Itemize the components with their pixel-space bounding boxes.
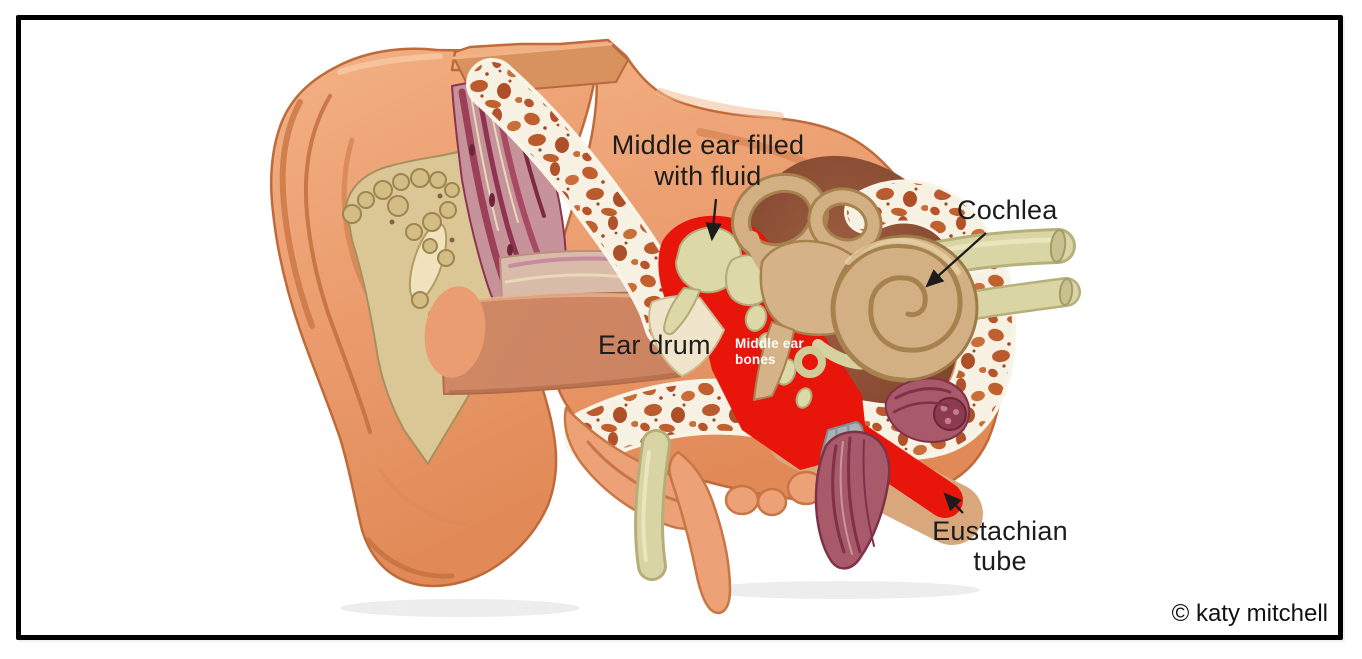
vestibule-arm: [753, 321, 795, 401]
cochlea-spiral: [830, 234, 979, 383]
label-middle-ear-bones: Middle ear bones: [735, 336, 804, 367]
inner-ear: [731, 172, 979, 401]
ear-model: [270, 38, 1081, 615]
lower-nerve: [634, 429, 671, 581]
label-eustachian-tube: Eustachian tube: [916, 516, 1084, 576]
styloid-spike: [668, 450, 732, 615]
cochlea-arrow: [925, 232, 987, 288]
label-cochlea: Cochlea: [957, 195, 1058, 225]
label-middle-ear-fluid-line1: Middle ear filled: [611, 130, 805, 160]
label-eustachian-line2: tube: [973, 546, 1027, 576]
bone-band-upper: [470, 62, 692, 346]
tragus-skin: [424, 286, 486, 378]
condyle-knob: [756, 487, 788, 517]
copyright-credit: © katy mitchell: [1171, 600, 1328, 627]
label-eustachian-line1: Eustachian: [932, 516, 1068, 546]
middle-ear-fluid-arrow: [705, 198, 722, 242]
label-middle-ear-fluid: Middle ear filled with fluid: [566, 130, 850, 192]
label-ear-drum: Ear drum: [598, 330, 711, 360]
soft-shadow: [340, 581, 980, 617]
eustachian-tube-arrow: [943, 492, 964, 514]
muscle-bundle-lower: [814, 421, 891, 570]
label-arrows: [705, 198, 987, 514]
condyle-knob: [724, 484, 760, 516]
jaw-region: [563, 406, 826, 615]
label-middle-ear-fluid-line2: with fluid: [654, 161, 762, 191]
muscle-bundle-upper: [884, 377, 971, 443]
